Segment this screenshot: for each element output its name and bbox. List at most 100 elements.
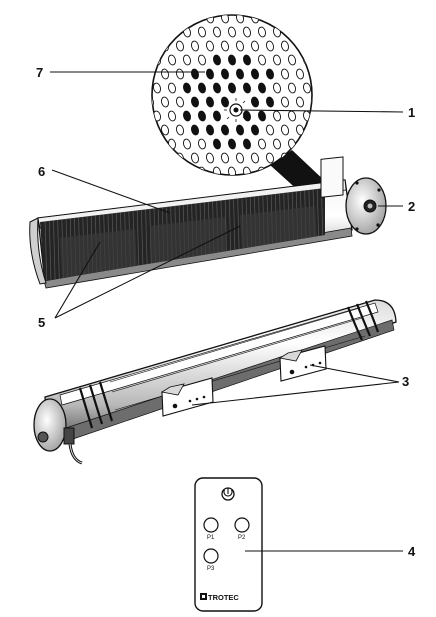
callout-5: 5 <box>38 315 45 330</box>
grille-hole <box>168 110 176 122</box>
grille-hole <box>206 40 214 52</box>
grille-hole <box>228 26 236 38</box>
grille-hole <box>213 138 221 150</box>
callout-2: 2 <box>408 199 415 214</box>
grille-hole <box>251 124 259 136</box>
heating-grille <box>40 188 325 281</box>
grille-hole <box>266 40 274 52</box>
leader-3a <box>309 364 400 383</box>
grille-hole <box>258 54 266 66</box>
heater-rear-view <box>33 299 397 465</box>
grille-hole <box>221 40 229 52</box>
grille-hole <box>296 96 304 108</box>
leader-5a <box>54 241 101 319</box>
callout-7: 7 <box>36 65 43 80</box>
leader-lines <box>50 71 404 552</box>
grille-hole <box>176 96 184 108</box>
grille-hole <box>281 96 289 108</box>
grille-hole <box>198 26 206 38</box>
grille-hole <box>258 82 266 94</box>
p1-button[interactable] <box>203 517 219 533</box>
grille-hole <box>213 110 221 122</box>
p3-label: P3 <box>207 566 215 572</box>
grille-hole <box>266 124 274 136</box>
power-icon <box>221 487 235 501</box>
grille-hole <box>266 96 274 108</box>
grille-hole <box>168 54 176 66</box>
grille-hole <box>243 138 251 150</box>
leader-3b <box>191 381 400 406</box>
grille-hole <box>273 82 281 94</box>
grille-hole <box>183 82 191 94</box>
grille-hole <box>191 124 199 136</box>
grille-hole <box>281 124 289 136</box>
p3-button[interactable] <box>203 548 219 564</box>
grille-hole <box>206 124 214 136</box>
grille-hole <box>213 82 221 94</box>
grille-hole <box>258 26 266 38</box>
grille-hole <box>228 54 236 66</box>
end-rings-right <box>346 300 380 341</box>
grille-hole <box>221 124 229 136</box>
grille-hole <box>236 68 244 80</box>
grille-hole <box>273 110 281 122</box>
grille-hole <box>266 68 274 80</box>
grille-hole <box>221 68 229 80</box>
grille-hole <box>251 40 259 52</box>
grille-hole <box>251 152 259 164</box>
grille-hole <box>243 54 251 66</box>
grille-hole <box>236 152 244 164</box>
callout-1: 1 <box>408 105 415 120</box>
trotec-logo: TROTEC <box>200 593 239 602</box>
p1-label: P1 <box>207 535 215 541</box>
grille-hole <box>191 40 199 52</box>
grille-hole <box>303 82 311 94</box>
p2-label: P2 <box>238 535 246 541</box>
grille-hole <box>206 152 214 164</box>
remote-control: P1 P2 P3 TROTEC <box>194 477 263 612</box>
grille-hole <box>281 68 289 80</box>
grille-hole <box>258 110 266 122</box>
grille-hole <box>296 68 304 80</box>
grille-hole <box>198 54 206 66</box>
grille-hole <box>221 96 229 108</box>
grille-hole <box>251 68 259 80</box>
grille-hole <box>191 96 199 108</box>
grille-hole <box>228 166 236 175</box>
callout-6: 6 <box>38 164 45 179</box>
grille-hole <box>288 54 296 66</box>
grille-hole <box>198 82 206 94</box>
grille-hole <box>191 152 199 164</box>
grille-hole <box>243 82 251 94</box>
grille-hole <box>206 96 214 108</box>
grille-hole <box>198 110 206 122</box>
grille-hole <box>273 138 281 150</box>
grille-holes <box>152 15 312 175</box>
grille-hole <box>243 26 251 38</box>
grille-hole <box>273 54 281 66</box>
brand-label: TROTEC <box>208 593 239 602</box>
grille-hole <box>243 110 251 122</box>
grille-hole <box>176 40 184 52</box>
mounting-bracket-right <box>278 345 327 382</box>
grille-hole <box>183 138 191 150</box>
grille-hole <box>213 54 221 66</box>
grille-hole <box>161 124 169 136</box>
grille-hole <box>221 15 229 24</box>
mounting-bracket-left <box>160 377 214 417</box>
callout-4: 4 <box>408 544 416 559</box>
grille-hole <box>152 96 154 108</box>
grille-hole <box>198 138 206 150</box>
grille-hole <box>251 96 259 108</box>
p2-button[interactable] <box>234 517 250 533</box>
end-rings-left <box>78 381 114 429</box>
grille-hole <box>213 26 221 38</box>
callout-3: 3 <box>402 374 409 389</box>
grille-hole <box>183 110 191 122</box>
grille-hole <box>228 138 236 150</box>
grille-hole <box>168 82 176 94</box>
end-cap-left <box>33 398 67 452</box>
grille-hole <box>296 124 304 136</box>
grille-hole <box>153 82 161 94</box>
